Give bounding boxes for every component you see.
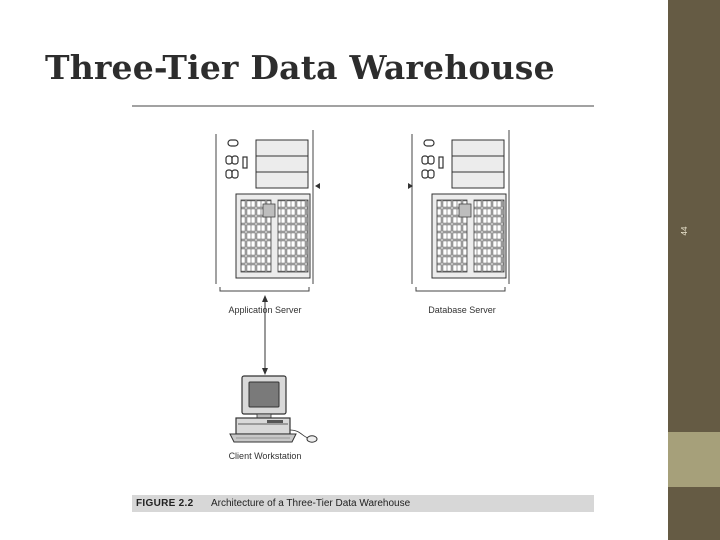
server-label: Database Server	[428, 305, 496, 315]
sidebar-accent-block	[668, 432, 720, 487]
architecture-figure: Application Server Database Server Clien…	[132, 104, 594, 512]
slide-title: Three-Tier Data Warehouse	[45, 48, 555, 87]
figure-caption: FIGURE 2.2 Architecture of a Three-Tier …	[132, 495, 594, 512]
page-number: 44	[680, 226, 689, 236]
connector-arrowhead-right	[408, 183, 413, 189]
application-server-icon	[215, 129, 314, 292]
client-workstation-icon	[229, 375, 318, 443]
client-server-connector	[262, 295, 268, 375]
caption-text: Architecture of a Three-Tier Data Wareho…	[211, 498, 411, 509]
caption-label: FIGURE 2.2	[136, 498, 194, 509]
connector-arrowhead-left	[315, 183, 320, 189]
client-label: Client Workstation	[229, 451, 302, 461]
database-server-icon	[411, 129, 510, 292]
